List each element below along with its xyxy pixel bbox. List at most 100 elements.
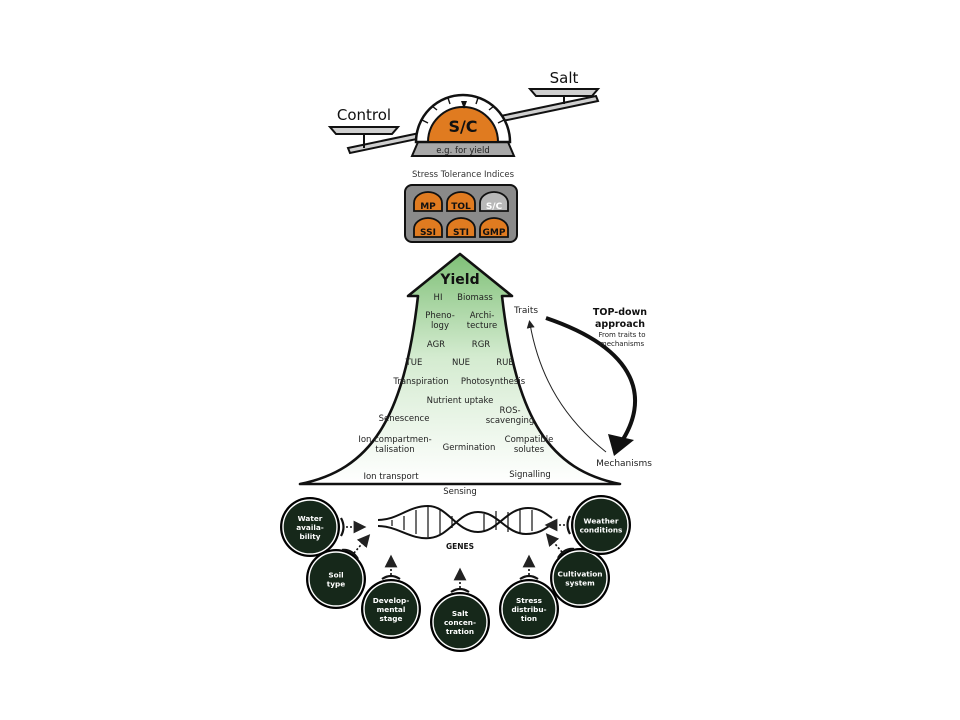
top-down-arrow (545, 316, 638, 446)
arrow-item-germination: Germination (443, 443, 496, 453)
factor-label-line: Develop- (373, 596, 409, 605)
gauge-ticks (421, 97, 505, 124)
salt-label: Salt (550, 69, 579, 87)
arrow-item-phenology-line: logy (431, 321, 449, 331)
arrow-item-biomass-line: Biomass (457, 293, 493, 303)
factor-label-line: Soil (328, 571, 343, 580)
arrow-item-photosynthesis: Photosynthesis (461, 377, 526, 387)
arrow-item-hi-line: HI (434, 293, 443, 303)
factor-label-line: system (565, 579, 595, 588)
arrow-item-rgr-line: RGR (472, 340, 490, 350)
factor-circle (573, 497, 629, 553)
indices-title: Stress Tolerance Indices (412, 170, 515, 180)
index-badge-ssi: SSI (413, 217, 443, 238)
factor-label-line: stage (380, 614, 403, 623)
factor-circle (363, 581, 419, 637)
arrow-item-ioncompartmentalisat-line: talisation (375, 445, 414, 455)
arrow-item-nutrientuptake-line: Nutrient uptake (427, 396, 494, 406)
arrow-item-rosscavenging-line: scavenging (486, 416, 535, 426)
traits-label: Traits (513, 306, 538, 316)
arrow-item-architecture-line: tecture (467, 321, 498, 331)
yield-arrow-shape (298, 252, 622, 486)
badge-label: STI (453, 228, 469, 238)
factor-label-line: distribu- (511, 605, 546, 614)
top-down-arrowhead (608, 434, 634, 456)
arrow-item-compatiblesolutes-line: solutes (514, 445, 545, 455)
arrow-item-agr: AGR (427, 340, 445, 350)
factor-stopper (381, 574, 401, 580)
arrow-item-rosscavenging-line: ROS- (499, 406, 520, 416)
factor-label-line: Salt (452, 609, 469, 618)
arrow-item-senescence-line: Senescence (379, 414, 430, 424)
factor-stopper (340, 517, 345, 537)
arrow-item-agr-line: AGR (427, 340, 445, 350)
approach-title-2: approach (595, 319, 645, 330)
arrow-item-tue-line: TUE (405, 358, 423, 368)
arrow-item-nutrientuptake: Nutrient uptake (427, 396, 494, 406)
index-badge-sc: S/C (479, 191, 509, 212)
arrow-item-iontransport-line: Ion transport (363, 472, 419, 482)
yield-title: Yield (439, 272, 479, 288)
factor-label-line: mental (377, 605, 406, 614)
arrow-item-rosscavenging: ROS-scavenging (486, 406, 535, 426)
badge-shape (446, 191, 476, 212)
badge-shape (413, 217, 443, 238)
arrow-item-architecture-line: Archi- (470, 311, 495, 321)
factor-stopper (341, 548, 359, 560)
index-badge-tol: TOL (446, 191, 476, 212)
badge-label: TOL (451, 202, 471, 212)
factor-circle (552, 550, 608, 606)
control-label: Control (337, 106, 391, 124)
left-pan (327, 126, 401, 135)
factor-stopper (557, 547, 575, 559)
arrow-item-transpiration-line: Transpiration (392, 377, 448, 387)
arrow-item-transpiration: Transpiration (392, 377, 448, 387)
approach-subtitle-2: mechanisms (600, 340, 645, 348)
badge-label: SSI (420, 228, 436, 238)
factor-label-line: availa- (296, 523, 324, 532)
badge-shape (479, 191, 509, 212)
arrow-item-signalling-line: Signalling (509, 470, 551, 480)
arrow-item-architecture: Archi-tecture (467, 311, 498, 331)
factor-circle (282, 499, 338, 555)
index-badge-sti: STI (446, 217, 476, 238)
approach-title-1: TOP-down (593, 307, 647, 318)
balance-base-label: e.g. for yield (436, 146, 490, 156)
arrow-item-hi: HI (434, 293, 443, 303)
right-pan (527, 88, 601, 97)
approach-subtitle-1: From traits to (598, 331, 645, 339)
dna-strand-1 (377, 504, 553, 534)
factor-label-line: bility (300, 532, 321, 541)
factor-label-line: Water (298, 514, 323, 523)
arrow-item-ioncompartmentalisat-line: Ion compartmen- (358, 435, 431, 445)
index-badge-gmp: GMP (479, 217, 509, 238)
arrow-item-phenology: Pheno-logy (425, 311, 455, 331)
arrow-item-senescence: Senescence (379, 414, 430, 424)
factor-stopper (566, 515, 571, 535)
arrow-item-rue-line: RUE (496, 358, 514, 368)
arrow-item-photosynthesis-line: Photosynthesis (461, 377, 526, 387)
arrow-item-rue: RUE (496, 358, 514, 368)
arrow-item-compatiblesolutes-line: Compatible (505, 435, 554, 445)
arrow-item-signalling: Signalling (509, 470, 551, 480)
arrow-item-phenology-line: Pheno- (425, 311, 455, 321)
factor-stopper (450, 587, 470, 593)
arrow-item-germination-line: Germination (443, 443, 496, 453)
